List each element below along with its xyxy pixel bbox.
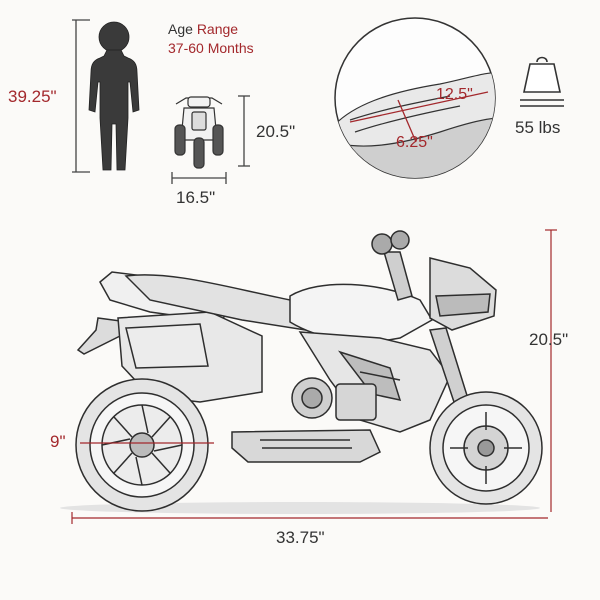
bike-length-line [71,512,548,524]
child-silhouette [88,21,140,171]
small-bike-height-bracket [238,95,250,167]
rear-wheel [75,378,209,512]
motorcycle-side-view [60,230,543,514]
wheel-diameter-label: 9" [50,432,66,451]
small-bike-height-label: 20.5" [256,122,296,141]
weight-icon [520,56,564,107]
child-height-bracket [72,19,90,173]
weight-label: 55 lbs [515,118,561,137]
small-bike-width-bracket [171,172,227,184]
bike-height-bracket [545,229,557,512]
bike-height-label: 20.5" [529,330,569,349]
bike-length-label: 33.75" [276,528,325,547]
front-wheel [429,391,543,505]
age-range-value: 37-60 Months [168,40,254,56]
seat-detail-circle [334,17,496,179]
age-range-title: Age Range [168,21,239,37]
child-height-label: 39.25" [8,87,57,106]
seat-width-label: 6.25" [396,134,433,151]
small-bike-width-label: 16.5" [176,188,216,207]
small-bike-front-view [174,96,224,169]
seat-length-label: 12.5" [436,86,473,103]
